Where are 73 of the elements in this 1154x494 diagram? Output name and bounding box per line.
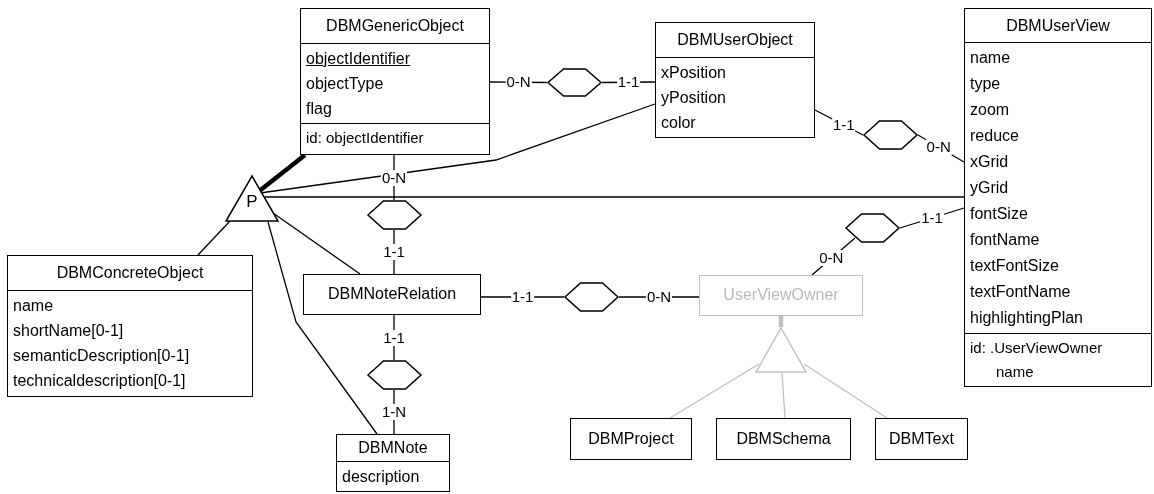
attribute-text: xPosition	[661, 63, 727, 83]
attribute-text: description	[342, 467, 421, 487]
edge-label: 1-1	[831, 117, 856, 133]
relationship-hexagon	[547, 68, 602, 97]
entity-box	[875, 418, 968, 460]
entity-box	[570, 418, 692, 460]
attribute-text: technicaldescription[0-1]	[13, 371, 187, 391]
attribute-text: semanticDescription[0-1]	[13, 346, 191, 366]
attribute-text: objectIdentifier	[306, 49, 412, 69]
attribute-text: name	[970, 48, 1012, 68]
entity-name: DBMSchema	[736, 429, 831, 448]
edge-label: 1-N	[380, 404, 408, 420]
entity-name: DBMUserObject	[677, 31, 793, 49]
entity-name: DBMNote	[358, 439, 428, 457]
attribute-text: fontName	[970, 230, 1041, 250]
entity-box	[716, 418, 851, 460]
attribute-text: objectType	[306, 74, 385, 94]
relationship-hexagon	[845, 213, 900, 243]
relationship-hexagon	[863, 120, 918, 150]
edge-label: 1-1	[510, 289, 535, 305]
attribute-text: reduce	[970, 126, 1020, 146]
attribute-text: shortName[0-1]	[13, 321, 125, 341]
entity-name: UserViewOwner	[723, 286, 839, 304]
edge-label: 0-N	[380, 169, 408, 186]
attribute-text: zoom	[970, 100, 1011, 120]
attribute-text: name	[13, 296, 55, 316]
attribute-text: xGrid	[970, 152, 1010, 172]
attribute-text: flag	[306, 99, 333, 119]
entity-box	[699, 275, 863, 316]
attribute-text: yGrid	[970, 178, 1010, 198]
edge-label: 0-N	[645, 289, 673, 305]
entity-name: DBMText	[889, 429, 954, 448]
relationship-hexagon	[367, 360, 422, 390]
entity-box	[336, 434, 450, 492]
edge-label: 1-1	[382, 329, 406, 346]
attribute-text: type	[970, 74, 1002, 94]
attribute-text: highlightingPlan	[970, 308, 1084, 328]
edge-label: 0-N	[818, 250, 845, 267]
attribute-text: color	[661, 113, 697, 133]
edge-label: 0-N	[925, 139, 952, 156]
connector-line	[259, 103, 656, 194]
relationship-hexagon	[564, 282, 619, 312]
entity-box	[655, 22, 815, 138]
attribute-text: textFontSize	[970, 256, 1060, 276]
connector-line	[803, 363, 888, 419]
entity-box	[964, 8, 1152, 387]
edge-label: 1-1	[382, 244, 406, 260]
connector-line	[669, 363, 760, 419]
connector-line	[267, 221, 378, 435]
entity-box	[300, 8, 490, 155]
attribute-text: textFontName	[970, 282, 1072, 302]
isa-label: P	[246, 192, 258, 212]
identifier-text: id: .UserViewOwner name	[970, 338, 1104, 382]
attribute-text: yPosition	[661, 88, 727, 108]
identifier-text: id: objectIdentifier	[306, 128, 425, 148]
entity-name: DBMProject	[588, 429, 674, 448]
connector-line	[393, 314, 395, 361]
connector-line	[480, 296, 565, 298]
connector-line	[264, 196, 965, 198]
entity-box	[7, 255, 253, 397]
entity-name: DBMGenericObject	[326, 17, 464, 35]
connector-line	[197, 220, 231, 256]
entity-name: DBMUserView	[1006, 16, 1110, 35]
connector-line	[393, 229, 395, 275]
attribute-text: fontSize	[970, 204, 1029, 224]
isa-triangle	[225, 175, 279, 222]
relationship-hexagon	[367, 200, 422, 230]
entity-name: DBMConcreteObject	[56, 264, 204, 282]
connector-line	[781, 372, 786, 419]
isa-triangle	[755, 327, 807, 373]
edge-label: 1-1	[920, 210, 944, 226]
entity-name: DBMNoteRelation	[327, 285, 457, 303]
entity-box	[303, 274, 481, 315]
